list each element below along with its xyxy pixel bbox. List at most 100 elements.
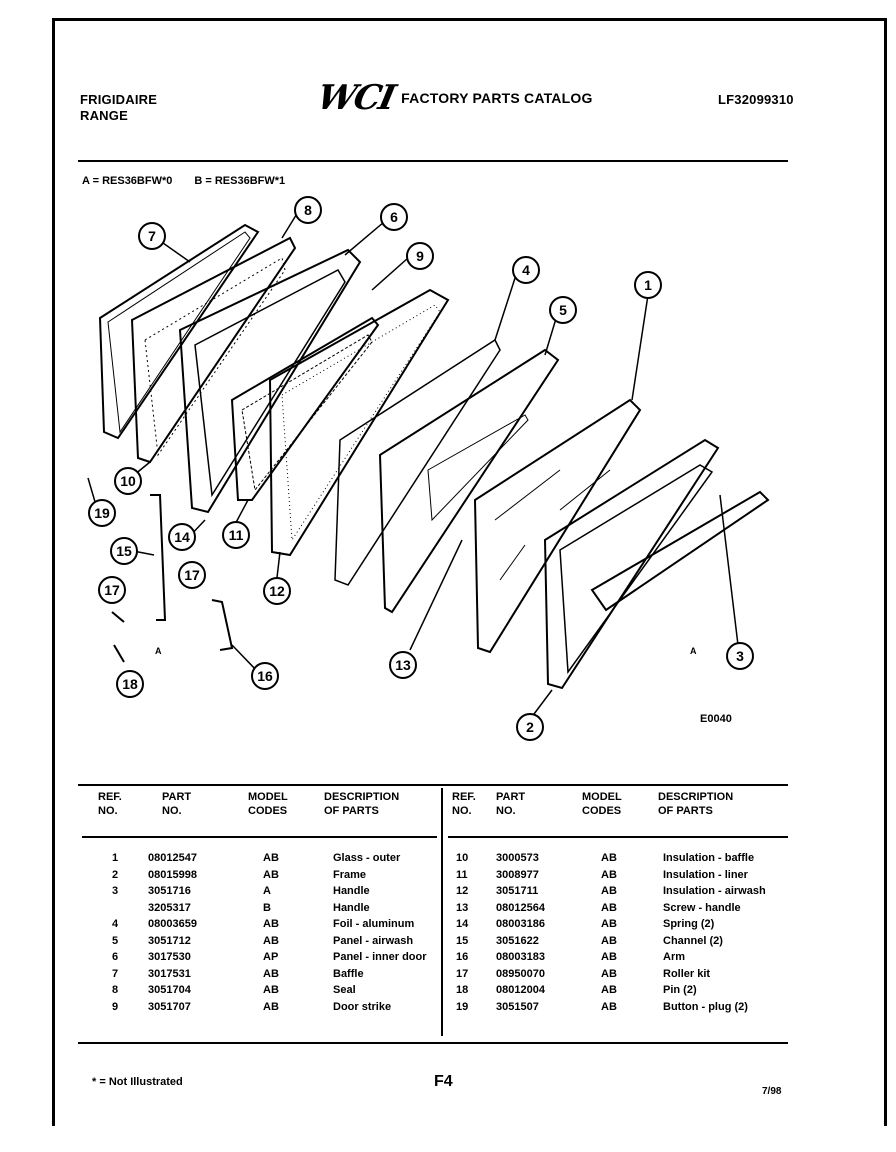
ref-cell: 11 [456, 868, 468, 881]
svg-text:12: 12 [269, 583, 285, 599]
part-insulation-baffle [130, 236, 297, 464]
description-cell: Panel - inner door [333, 951, 427, 963]
model-codes-cell: A [263, 885, 271, 897]
part-baffle [98, 223, 260, 440]
revision-date: 7/98 [762, 1086, 782, 1097]
part-number-cell: 08015998 [148, 868, 197, 881]
part-number-cell: 08012004 [496, 984, 545, 996]
ref-cell: 9 [112, 1000, 119, 1013]
svg-text:17: 17 [104, 582, 120, 598]
table-divider [441, 788, 443, 1036]
callout-2: 2 [516, 713, 544, 741]
callout-9: 9 [406, 242, 434, 270]
description-cell: Insulation - baffle [663, 852, 755, 864]
part-insulation-liner [230, 316, 380, 501]
svg-text:6: 6 [390, 209, 398, 225]
description-cell: Channel (2) [663, 934, 723, 947]
ref-cell: 1 [112, 852, 119, 864]
table-top-rule [78, 784, 788, 786]
svg-text:16: 16 [257, 668, 273, 684]
model-codes-cell: AB [601, 918, 617, 930]
col-desc: DESCRIPTION OF PARTS [658, 791, 734, 817]
callout-14: 14 [168, 523, 196, 551]
part-number-cell: 3008977 [496, 868, 539, 881]
model-codes-cell: AB [601, 868, 617, 881]
ref-cell: 5 [112, 934, 119, 947]
part-number-cell: 3051711 [496, 885, 539, 897]
model-codes-cell: AB [263, 934, 279, 947]
part-number-cell: 08950070 [496, 967, 545, 980]
ref-cell: 16 [456, 951, 469, 963]
ref-cell: 17 [456, 967, 469, 980]
callouts: 1 2 3 4 5 6 7 8 9 10 11 12 13 14 15 16 1… [88, 196, 754, 741]
callout-15: 15 [110, 537, 138, 565]
model-codes-cell: AB [263, 852, 279, 864]
model-codes-cell: B [263, 901, 271, 914]
door-parts [98, 223, 770, 690]
table-header: REF. NO. PART NO. MODEL CODES DESCRIPTIO… [448, 790, 788, 824]
callout-13: 13 [389, 651, 417, 679]
callout-7: 7 [138, 222, 166, 250]
model-codes-cell: AB [263, 868, 279, 881]
description-cell: Panel - airwash [333, 934, 414, 947]
ref-cell: 14 [456, 918, 469, 930]
model-codes-cell: AB [263, 967, 279, 980]
svg-text:11: 11 [229, 527, 244, 543]
ref-cell [82, 900, 142, 917]
description-cell: Door strike [333, 1000, 392, 1013]
brand-block: FRIGIDAIRE RANGE [80, 92, 157, 124]
table-row: 11 3008977 AB Insulation - liner [448, 867, 788, 884]
ref-cell: 19 [456, 1000, 469, 1013]
model-variants: A = RES36BFW*0 B = RES36BFW*1 [82, 175, 285, 187]
svg-text:9: 9 [416, 248, 424, 264]
svg-text:14: 14 [174, 529, 190, 545]
ref-cell: 4 [112, 918, 119, 930]
callout-12: 12 [263, 577, 291, 605]
page-border [52, 18, 887, 1126]
description-cell: Baffle [333, 967, 364, 980]
col-part: PART NO. [162, 791, 192, 817]
part-number-cell: 3051716 [148, 885, 191, 897]
part-number-cell: 08003186 [496, 918, 545, 930]
svg-text:15: 15 [116, 543, 132, 559]
description-cell: Glass - outer [333, 852, 401, 864]
part-insulation-airwash [268, 288, 450, 557]
part-number-cell: 3205317 [148, 901, 191, 914]
col-model: MODEL CODES [582, 791, 622, 817]
parts-table-left: REF. NO. PART NO. MODEL CODES DESCRIPTIO… [82, 790, 442, 1015]
part-arm [211, 599, 234, 651]
part-number-cell: 3000573 [496, 852, 539, 864]
svg-text:17: 17 [184, 567, 200, 583]
ref-cell: 18 [456, 984, 469, 996]
callout-11: 11 [222, 521, 250, 549]
part-number-cell: 3017530 [148, 951, 191, 963]
callout-18: 18 [116, 670, 144, 698]
page-number: F4 [434, 1073, 453, 1090]
description-cell: Screw - handle [663, 901, 741, 914]
model-number: LF32099310 [718, 92, 794, 107]
ref-cell: 7 [112, 967, 119, 980]
callout-1: 1 [634, 271, 662, 299]
part-number-cell: 3051704 [148, 984, 191, 996]
ref-cell: 8 [112, 984, 119, 996]
description-cell: Insulation - liner [663, 868, 748, 881]
svg-text:1: 1 [644, 277, 652, 293]
part-airwash-panel [378, 348, 560, 614]
brand-name: FRIGIDAIRE [80, 92, 158, 107]
col-part: PART NO. [496, 791, 526, 817]
exploded-door-diagram: 1 2 3 4 5 6 7 8 9 10 11 12 13 14 15 16 1… [87, 196, 770, 741]
model-codes-cell: AB [601, 984, 617, 996]
callout-17b: 17 [178, 561, 206, 589]
